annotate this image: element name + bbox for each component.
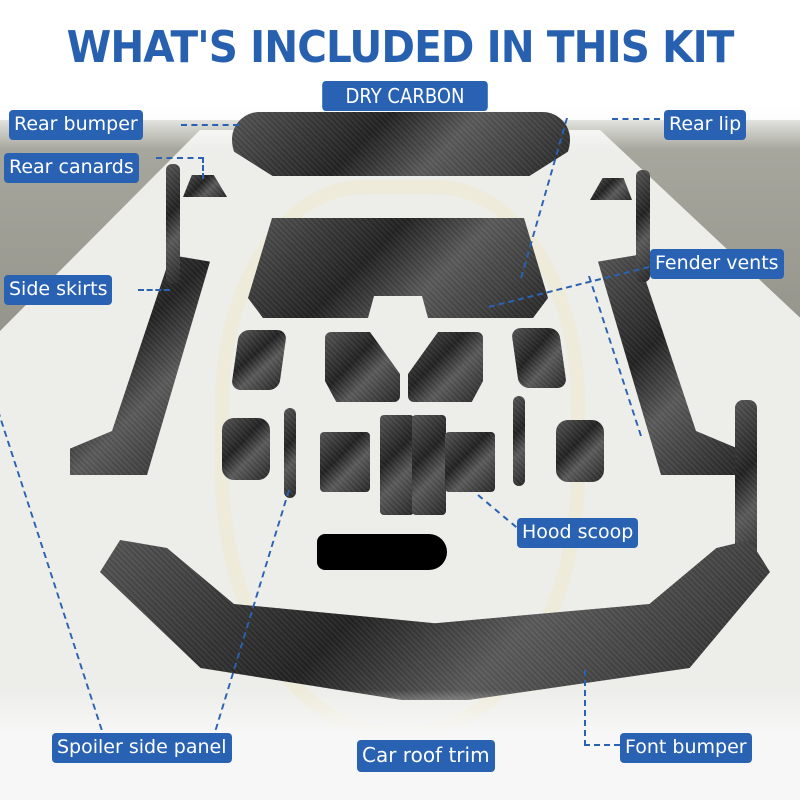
fender-vent-right-upper <box>510 328 568 388</box>
leader-front-bumper <box>584 670 620 746</box>
intake-ring-left <box>222 418 270 480</box>
fender-vent-left-upper <box>230 330 288 390</box>
spoiler-side-panel-right <box>735 400 757 580</box>
rear-canard-left <box>183 175 227 197</box>
hood-scoop-center-right <box>412 415 446 515</box>
leader-side-skirts <box>138 289 170 291</box>
side-skirt-bracket-right <box>636 170 650 282</box>
hood-scoop-fins-left <box>320 432 370 492</box>
label-side-skirts: Side skirts <box>4 275 113 305</box>
leader-rear-lip-h <box>612 118 660 120</box>
label-rear-bumper: Rear bumper <box>9 110 143 140</box>
label-fender-vents: Fender vents <box>650 249 784 279</box>
rear-bumper-part <box>232 112 570 176</box>
side-skirt-bracket-left <box>166 164 180 284</box>
label-front-bumper: Font bumper <box>620 733 752 763</box>
leader-rear-bumper <box>181 124 239 126</box>
intake-ring-right <box>556 420 604 482</box>
censored-logo-block <box>317 534 447 570</box>
page-title: WHAT'S INCLUDED IN THIS KIT <box>66 22 735 73</box>
roof-trim-right <box>513 396 525 486</box>
roof-trim-left <box>284 408 296 498</box>
label-rear-canards: Rear canards <box>4 153 139 183</box>
label-car-roof-trim: Car roof trim <box>357 740 495 772</box>
material-badge: DRY CARBON <box>322 81 488 111</box>
hood-scoop-center-left <box>380 415 414 515</box>
leader-rear-canards <box>156 157 204 179</box>
label-hood-scoop: Hood scoop <box>517 518 639 548</box>
label-spoiler-side-panel: Spoiler side panel <box>52 733 232 763</box>
label-rear-lip: Rear lip <box>664 110 747 140</box>
rear-canard-right <box>590 178 632 200</box>
hood-scoop-fins-right <box>445 432 495 492</box>
